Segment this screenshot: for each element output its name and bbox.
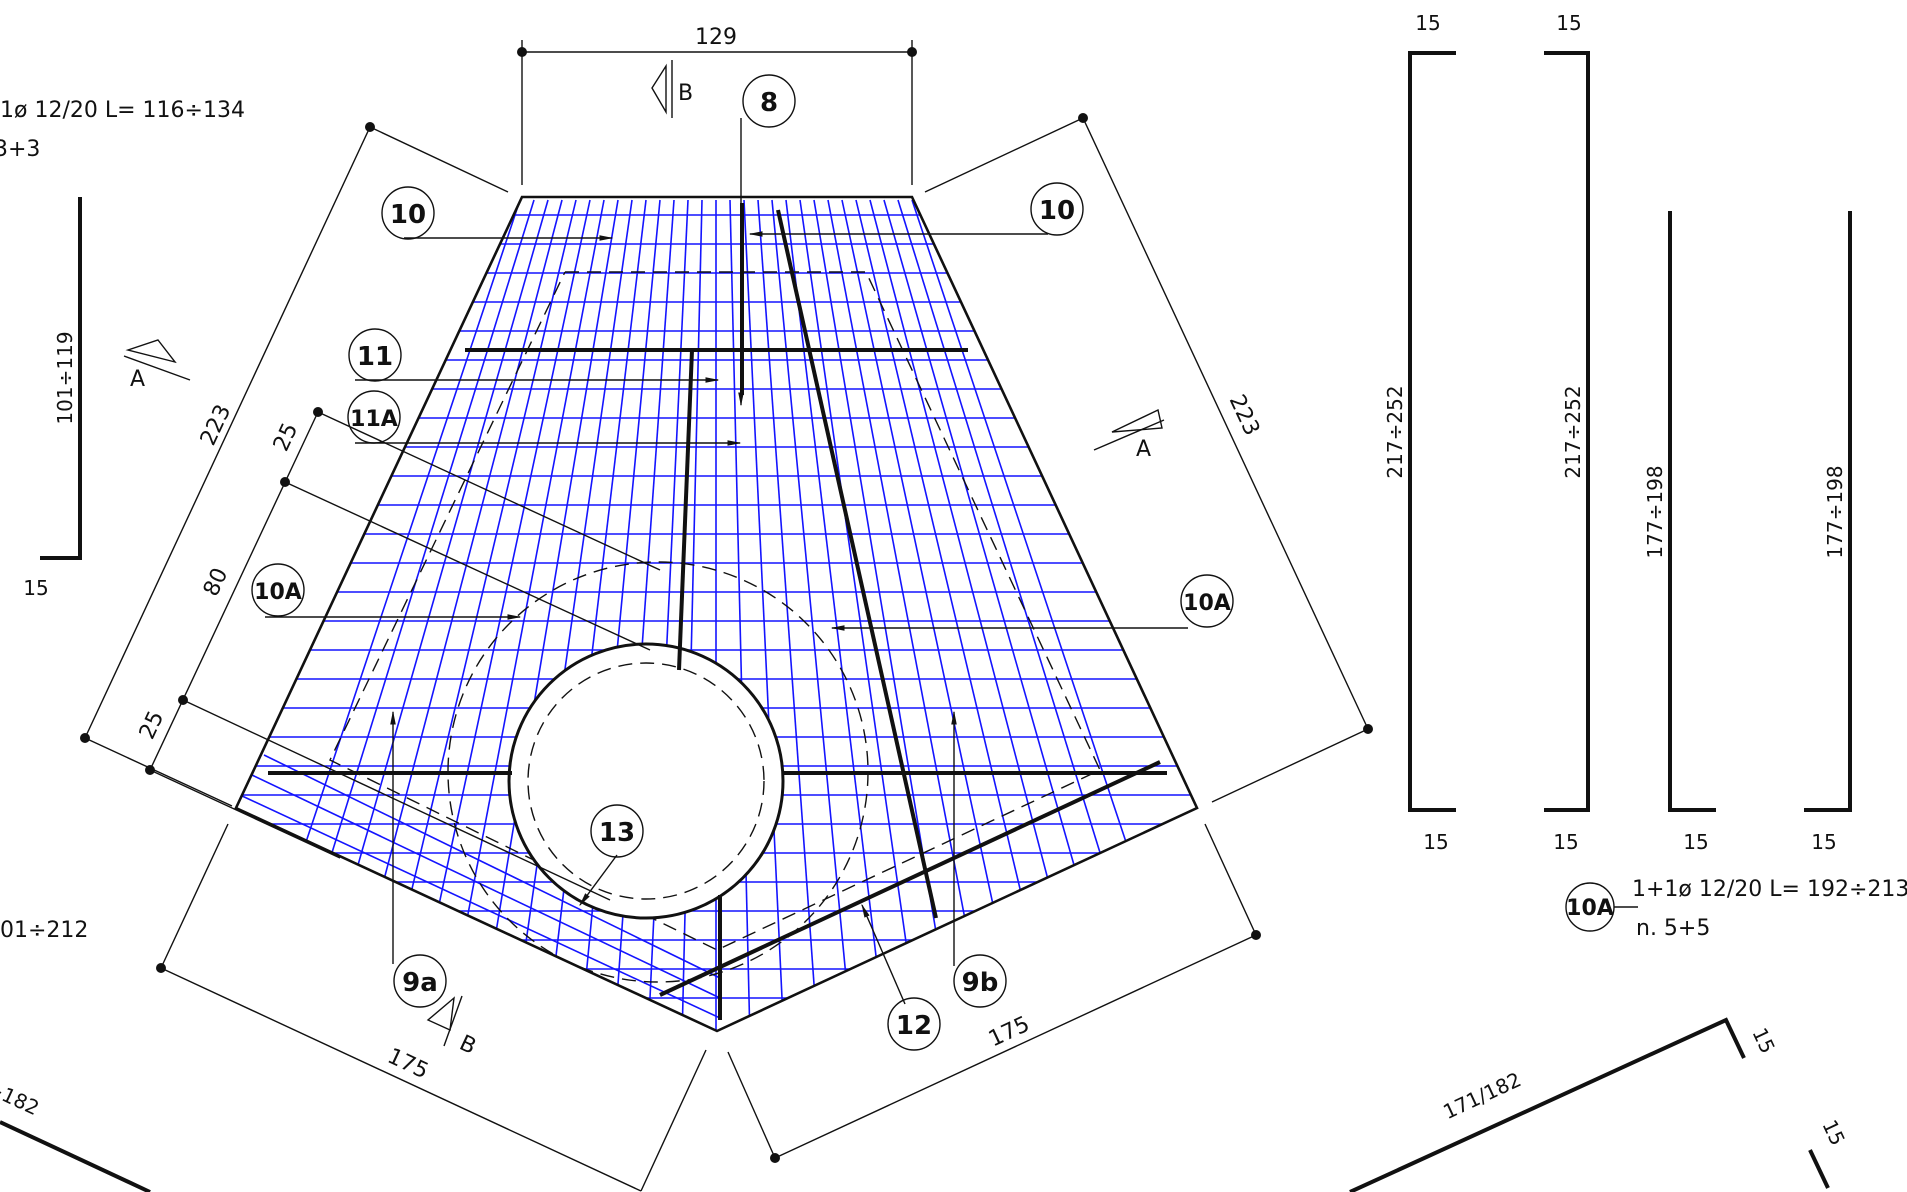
tag-9a: 9a bbox=[393, 954, 447, 1008]
left-leg-length: 101÷119 bbox=[53, 331, 77, 424]
bar1-bottom: 15 bbox=[1423, 830, 1448, 854]
rebar-fanned bbox=[409, 199, 591, 1031]
rebar-fanned bbox=[545, 199, 647, 1031]
cover-line bbox=[329, 271, 1101, 951]
svg-text:11A: 11A bbox=[350, 407, 398, 432]
left-cut-length: ÷182 bbox=[0, 1075, 43, 1120]
bent-length: 171/182 bbox=[1439, 1067, 1524, 1124]
section-mark-b-bottom: B bbox=[426, 995, 480, 1060]
opening-circle bbox=[507, 642, 785, 920]
tag-8: 8 bbox=[742, 74, 796, 128]
right-spec-line2: n. 5+5 bbox=[1636, 916, 1710, 941]
rebar-fanned bbox=[799, 199, 921, 1031]
svg-text:10A: 10A bbox=[1183, 591, 1231, 616]
bar3-bottom: 15 bbox=[1683, 830, 1708, 854]
opening-inner-dash bbox=[527, 662, 765, 900]
rebar-fanned bbox=[883, 199, 1125, 1031]
rebar-fanned bbox=[375, 199, 577, 1031]
svg-text:9b: 9b bbox=[962, 968, 999, 998]
svg-text:13: 13 bbox=[599, 818, 635, 848]
tag-13: 13 bbox=[590, 804, 644, 858]
rebar-bottom-edge bbox=[263, 754, 721, 979]
left-foot: 15 bbox=[23, 576, 48, 600]
svg-text:9a: 9a bbox=[402, 968, 438, 998]
svg-text:10: 10 bbox=[1039, 196, 1075, 226]
rebar-fanned bbox=[443, 199, 605, 1031]
svg-text:10A: 10A bbox=[254, 580, 302, 605]
bar4-length: 177÷198 bbox=[1823, 465, 1847, 558]
tag-11a: 11A bbox=[347, 390, 401, 444]
section-a-left-label: A bbox=[130, 367, 145, 392]
dim-top-width: 129 bbox=[517, 25, 917, 185]
rebar-fanned bbox=[827, 199, 989, 1031]
rebar-fanned bbox=[341, 199, 563, 1031]
rebar-bottom-edge bbox=[251, 774, 721, 999]
bar2-length: 217÷252 bbox=[1561, 385, 1585, 478]
rebar-fanned bbox=[771, 199, 853, 1031]
dim-bottom-right: 175 bbox=[727, 823, 1261, 1163]
right-spec-line1: 1+1ø 12/20 L= 192÷213 bbox=[1632, 877, 1907, 902]
tag-10a-left: 10A bbox=[251, 563, 305, 617]
rebar-fanned bbox=[785, 199, 887, 1031]
right-tag-10a: 10A bbox=[1566, 896, 1614, 921]
bar1-top: 15 bbox=[1415, 11, 1440, 35]
tag-9b: 9b bbox=[953, 954, 1007, 1008]
dim-top-width-label: 129 bbox=[695, 25, 737, 50]
rebar-fanned bbox=[757, 199, 819, 1031]
slab-outline bbox=[234, 195, 1199, 1033]
svg-text:12: 12 bbox=[896, 1011, 932, 1041]
section-b-bottom-label: B bbox=[455, 1031, 479, 1060]
rebar-fanned bbox=[743, 199, 785, 1031]
tag-10a-right: 10A bbox=[1180, 574, 1234, 628]
left-lower-length: 01÷212 bbox=[0, 918, 88, 943]
section-mark-a-right: A bbox=[1093, 408, 1165, 462]
tag-12: 12 bbox=[887, 997, 941, 1051]
bar1-length: 217÷252 bbox=[1383, 385, 1407, 478]
rebar-fanned bbox=[729, 199, 751, 1031]
bent-end2: 15 bbox=[1817, 1116, 1850, 1149]
bar3-length: 177÷198 bbox=[1643, 465, 1667, 558]
section-b-top-label: B bbox=[678, 81, 693, 106]
bar2-top: 15 bbox=[1556, 11, 1581, 35]
dim-offset-80: 80 bbox=[199, 564, 233, 600]
dim-bottom-left: 175 bbox=[156, 823, 707, 1192]
dim-offset-25-bottom: 25 bbox=[135, 707, 169, 743]
tag-10-right: 10 bbox=[1030, 182, 1084, 236]
svg-text:8: 8 bbox=[760, 88, 778, 118]
main-bars bbox=[268, 203, 1167, 1020]
dim-bottom-left-label: 175 bbox=[383, 1044, 432, 1084]
rebar-bottom-edge bbox=[239, 794, 721, 1019]
left-spec-line1: 1ø 12/20 L= 116÷134 bbox=[0, 98, 245, 123]
dim-offset-25-top: 25 bbox=[269, 419, 303, 455]
dim-bottom-right-label: 175 bbox=[985, 1012, 1034, 1052]
svg-text:11: 11 bbox=[357, 342, 393, 372]
right-schedule: 15 217÷252 15 15 217÷252 15 177÷198 15 1… bbox=[1349, 11, 1907, 1192]
bar2-bottom: 15 bbox=[1553, 830, 1578, 854]
section-a-right-label: A bbox=[1136, 437, 1151, 462]
rebar-fanned bbox=[239, 199, 521, 1031]
rebar-fanned bbox=[681, 199, 703, 1031]
rebar-fanned bbox=[855, 199, 1057, 1031]
tag-11: 11 bbox=[348, 328, 402, 382]
rebar-fanned bbox=[307, 199, 549, 1031]
svg-text:10: 10 bbox=[390, 200, 426, 230]
bar4-bottom: 15 bbox=[1811, 830, 1836, 854]
section-mark-a-left: A bbox=[123, 339, 191, 392]
tag-10-left: 10 bbox=[381, 186, 435, 240]
bent-end1: 15 bbox=[1747, 1024, 1780, 1057]
rebar-fanned bbox=[869, 199, 1091, 1031]
rebar-fanned bbox=[841, 199, 1023, 1031]
left-schedule: 1ø 12/20 L= 116÷134 3+3 101÷119 15 01÷21… bbox=[0, 98, 245, 1192]
leaders bbox=[265, 118, 1188, 1005]
left-spec-line2: 3+3 bbox=[0, 137, 40, 162]
rebar-fanned bbox=[511, 199, 633, 1031]
rebar-fanned bbox=[477, 199, 619, 1031]
section-mark-b-top: B bbox=[651, 60, 693, 118]
